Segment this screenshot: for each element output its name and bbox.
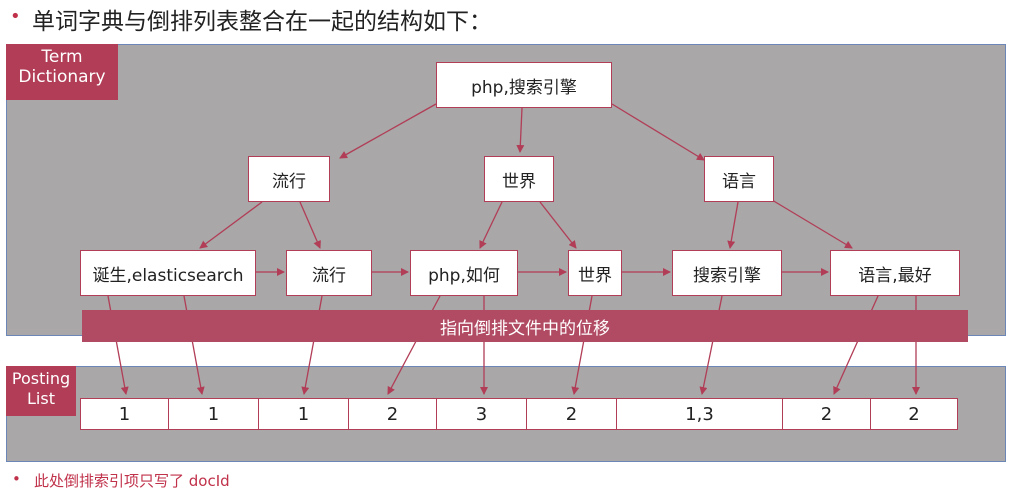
posting-cell: 2 (527, 399, 617, 429)
term-dictionary-label: Term Dictionary (6, 44, 118, 100)
slide-heading: 单词字典与倒排列表整合在一起的结构如下： (32, 9, 492, 35)
posting-cell: 1 (169, 399, 259, 429)
posting-cell: 2 (908, 403, 920, 425)
posting-cell: 2 (349, 399, 437, 429)
posting-list-row: 1 1 1 2 3 2 1,3 2 2 (80, 398, 958, 430)
level2-node-liuxing: 流行 (248, 156, 330, 202)
offset-band: 指向倒排文件中的位移 (82, 310, 968, 342)
posting-cell: 1 (81, 399, 169, 429)
footnote-bullet: • (12, 470, 21, 488)
leaf-node-liuxing: 流行 (286, 250, 372, 296)
footnote-text: 此处倒排索引项只写了 docId (34, 472, 230, 490)
level2-node-yuyan: 语言 (704, 156, 774, 202)
posting-cell: 1,3 (617, 399, 783, 429)
leaf-node-php-ruhe: php,如何 (410, 250, 518, 296)
level2-node-shijie: 世界 (484, 156, 554, 202)
posting-cell: 3 (437, 399, 527, 429)
posting-cell: 2 (783, 399, 871, 429)
leaf-node-shijie: 世界 (568, 250, 622, 296)
leaf-node-yuyan-zuihao: 语言,最好 (830, 250, 960, 296)
posting-cell: 1 (259, 399, 349, 429)
leaf-node-dansheng-elasticsearch: 诞生,elasticsearch (80, 250, 256, 296)
posting-list-label: Posting List (6, 366, 76, 416)
leaf-node-sousuoyinqing: 搜索引擎 (672, 250, 782, 296)
heading-bullet: • (10, 6, 21, 27)
root-node: php,搜索引擎 (436, 62, 612, 108)
